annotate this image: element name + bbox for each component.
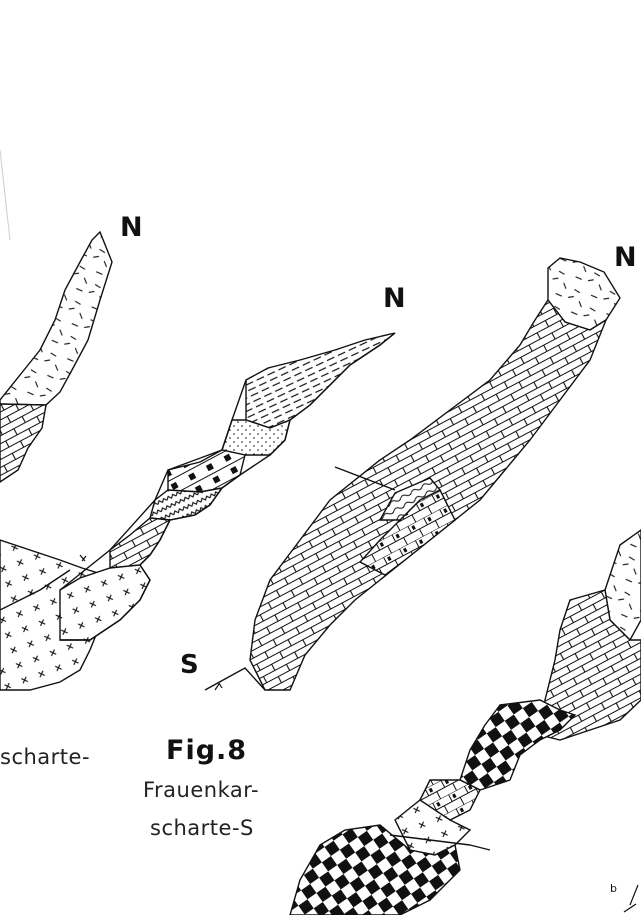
right-cross-section: [205, 258, 620, 690]
north-label-left: N: [120, 212, 143, 243]
middle-dotted-layer: [222, 420, 290, 455]
corner-letter: b: [610, 882, 617, 895]
middle-upper-limestone: [246, 333, 395, 428]
caption-line-1: Frauenkar-: [143, 778, 259, 802]
north-label-middle: N: [383, 283, 406, 314]
middle-brick-layer: [110, 518, 170, 568]
figure-number: Fig.8: [166, 735, 247, 766]
left-breccia-layer: [0, 232, 112, 405]
left-caption-fragment: scharte-: [0, 745, 90, 769]
caption-line-2: scharte-S: [150, 816, 254, 840]
south-label-middle: S: [180, 650, 199, 680]
page-edge-mark: [0, 150, 10, 240]
lower-right-checker-upper: [460, 700, 575, 790]
north-label-right: N: [614, 242, 637, 273]
left-brick-layer: [0, 404, 46, 482]
